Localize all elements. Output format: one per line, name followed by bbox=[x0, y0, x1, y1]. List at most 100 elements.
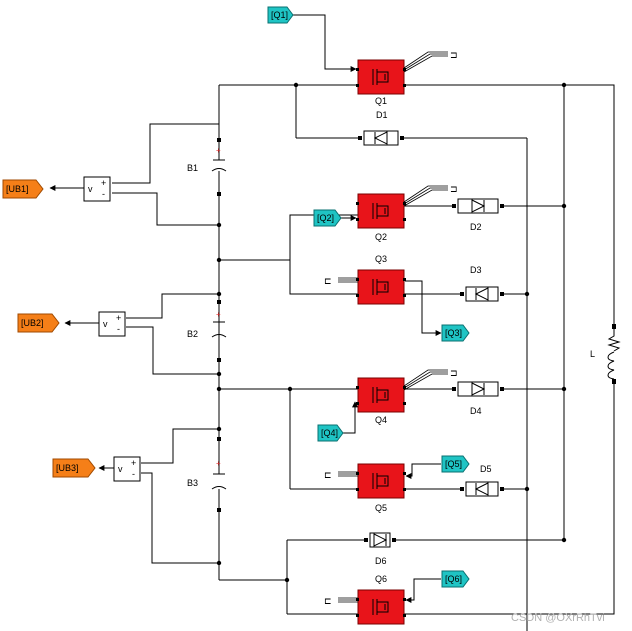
switch-port bbox=[403, 598, 406, 601]
diode-d6[interactable]: D6 bbox=[364, 532, 396, 566]
switch-port bbox=[356, 68, 359, 71]
from-tag-ub1[interactable]: [UB1] bbox=[2, 179, 44, 199]
from-tag-ub3[interactable]: [UB3] bbox=[52, 458, 96, 478]
switch-port bbox=[403, 84, 406, 87]
goto-tag-q5[interactable]: [Q5] bbox=[441, 455, 470, 473]
diode-label-d1: D1 bbox=[376, 110, 388, 120]
junction-dots bbox=[216, 82, 567, 583]
switch-port bbox=[403, 402, 406, 405]
switch-q2[interactable]: ⊐ Q2 bbox=[356, 184, 458, 242]
diode-port bbox=[364, 538, 368, 542]
switch-q2-symbol bbox=[372, 203, 389, 219]
switch-port bbox=[356, 218, 359, 221]
diode-label-d4: D4 bbox=[470, 406, 482, 416]
switch-port bbox=[403, 472, 406, 475]
switch-port bbox=[356, 614, 359, 617]
voltmeter-1[interactable]: v + - bbox=[83, 176, 111, 202]
switch-q3[interactable]: ⊏ Q3 bbox=[324, 254, 406, 305]
battery-label-b2: B2 bbox=[187, 329, 198, 339]
goto-tag-q1[interactable]: [Q1] bbox=[267, 6, 294, 24]
diode-label-d6: D6 bbox=[375, 556, 387, 566]
from-tag-ub2[interactable]: [UB2] bbox=[17, 313, 60, 333]
diode-d5[interactable]: D5 bbox=[460, 464, 504, 497]
from-tag-ub1-label: [UB1] bbox=[6, 184, 29, 194]
voltmeter-3[interactable]: v + - bbox=[113, 456, 141, 482]
diode-port bbox=[500, 204, 504, 208]
diode-d3-symbol bbox=[474, 287, 489, 301]
switch-q3-body bbox=[357, 269, 405, 305]
battery-b2[interactable]: + B2 bbox=[187, 300, 227, 362]
terminator-icon: ⊐ bbox=[450, 184, 458, 194]
diode-port bbox=[392, 538, 396, 542]
switch-q4[interactable]: ⊐Q4 bbox=[356, 368, 458, 425]
switch-port bbox=[403, 614, 406, 617]
switch-q1[interactable]: ⊐Q1 bbox=[356, 50, 458, 106]
diode-label-d3: D3 bbox=[470, 265, 482, 275]
diode-d2-symbol bbox=[471, 199, 486, 213]
svg-text:+: + bbox=[216, 146, 221, 155]
wires bbox=[49, 14, 615, 631]
switch-port bbox=[356, 278, 359, 281]
watermark: CSDN @OXrRhTvi bbox=[511, 612, 605, 624]
voltmeter-1-label: v bbox=[88, 184, 93, 194]
diode-d3[interactable]: D3 bbox=[460, 265, 504, 302]
switch-q1-body bbox=[357, 59, 405, 95]
diode-port bbox=[460, 487, 464, 491]
battery-b3[interactable]: + B3 bbox=[187, 437, 227, 512]
switch-q6[interactable]: ⊏Q6 bbox=[324, 574, 406, 625]
svg-text:+: + bbox=[216, 459, 221, 468]
switch-port bbox=[356, 294, 359, 297]
diode-label-d2: D2 bbox=[470, 222, 482, 232]
voltmeter-2[interactable]: v + - bbox=[98, 311, 126, 337]
terminator-icon: ⊏ bbox=[324, 276, 332, 286]
switch-label-q3: Q3 bbox=[375, 254, 387, 264]
voltmeter-1-plus: + bbox=[101, 178, 106, 188]
voltmeter-3-label: v bbox=[118, 464, 123, 474]
switch-q2-body bbox=[357, 193, 405, 229]
diode-port bbox=[452, 204, 456, 208]
inductor-l[interactable]: L bbox=[590, 324, 621, 384]
switch-port bbox=[403, 278, 406, 281]
voltmeter-2-plus: + bbox=[116, 313, 121, 323]
switch-q2-meas-bus bbox=[403, 185, 448, 207]
inductor-label: L bbox=[590, 349, 595, 359]
switch-port bbox=[403, 488, 406, 491]
switch-q6-body bbox=[357, 589, 405, 625]
switches: ⊐Q1 ⊐ Q2 ⊏ Q3 ⊐Q4 ⊏Q5 ⊏Q6 bbox=[324, 50, 458, 625]
switch-q4-meas-bus bbox=[403, 369, 448, 391]
switch-q5[interactable]: ⊏Q5 bbox=[324, 463, 406, 513]
diode-d1[interactable]: D1 bbox=[358, 110, 404, 146]
goto-tag-q2-label: [Q2] bbox=[317, 213, 334, 223]
voltmeter-1-minus: - bbox=[102, 189, 105, 199]
switch-q4-symbol bbox=[372, 387, 389, 403]
battery-label-b1: B1 bbox=[187, 163, 198, 173]
diode-d6-symbol bbox=[373, 533, 388, 547]
diode-port bbox=[460, 292, 464, 296]
switch-port bbox=[356, 598, 359, 601]
battery-b1[interactable]: + B1 bbox=[187, 138, 227, 196]
diode-port bbox=[500, 292, 504, 296]
switch-port bbox=[403, 218, 406, 221]
diode-port bbox=[500, 487, 504, 491]
diode-d2[interactable]: D2 bbox=[452, 198, 504, 232]
diode-d4[interactable]: D4 bbox=[452, 381, 504, 416]
switch-port bbox=[356, 84, 359, 87]
diode-port bbox=[400, 136, 404, 140]
goto-tag-q6[interactable]: [Q6] bbox=[441, 570, 470, 588]
diode-label-d5: D5 bbox=[480, 464, 492, 474]
switch-port bbox=[356, 202, 359, 205]
terminator-icon: ⊏ bbox=[324, 470, 332, 480]
goto-tag-q3[interactable]: [Q3] bbox=[441, 324, 470, 342]
from-tag-ub3-label: [UB3] bbox=[56, 463, 79, 473]
switch-label-q2: Q2 bbox=[375, 232, 387, 242]
switch-label-q4: Q4 bbox=[375, 415, 387, 425]
switch-q5-meas-bus bbox=[338, 471, 358, 477]
diode-port bbox=[500, 387, 504, 391]
goto-tag-q6-label: [Q6] bbox=[445, 574, 462, 584]
terminator-icon: ⊏ bbox=[324, 596, 332, 606]
goto-tag-q2[interactable]: [Q2] bbox=[313, 209, 342, 227]
goto-tag-q4[interactable]: [Q4] bbox=[317, 424, 344, 442]
switch-q3-meas-bus bbox=[338, 277, 358, 283]
